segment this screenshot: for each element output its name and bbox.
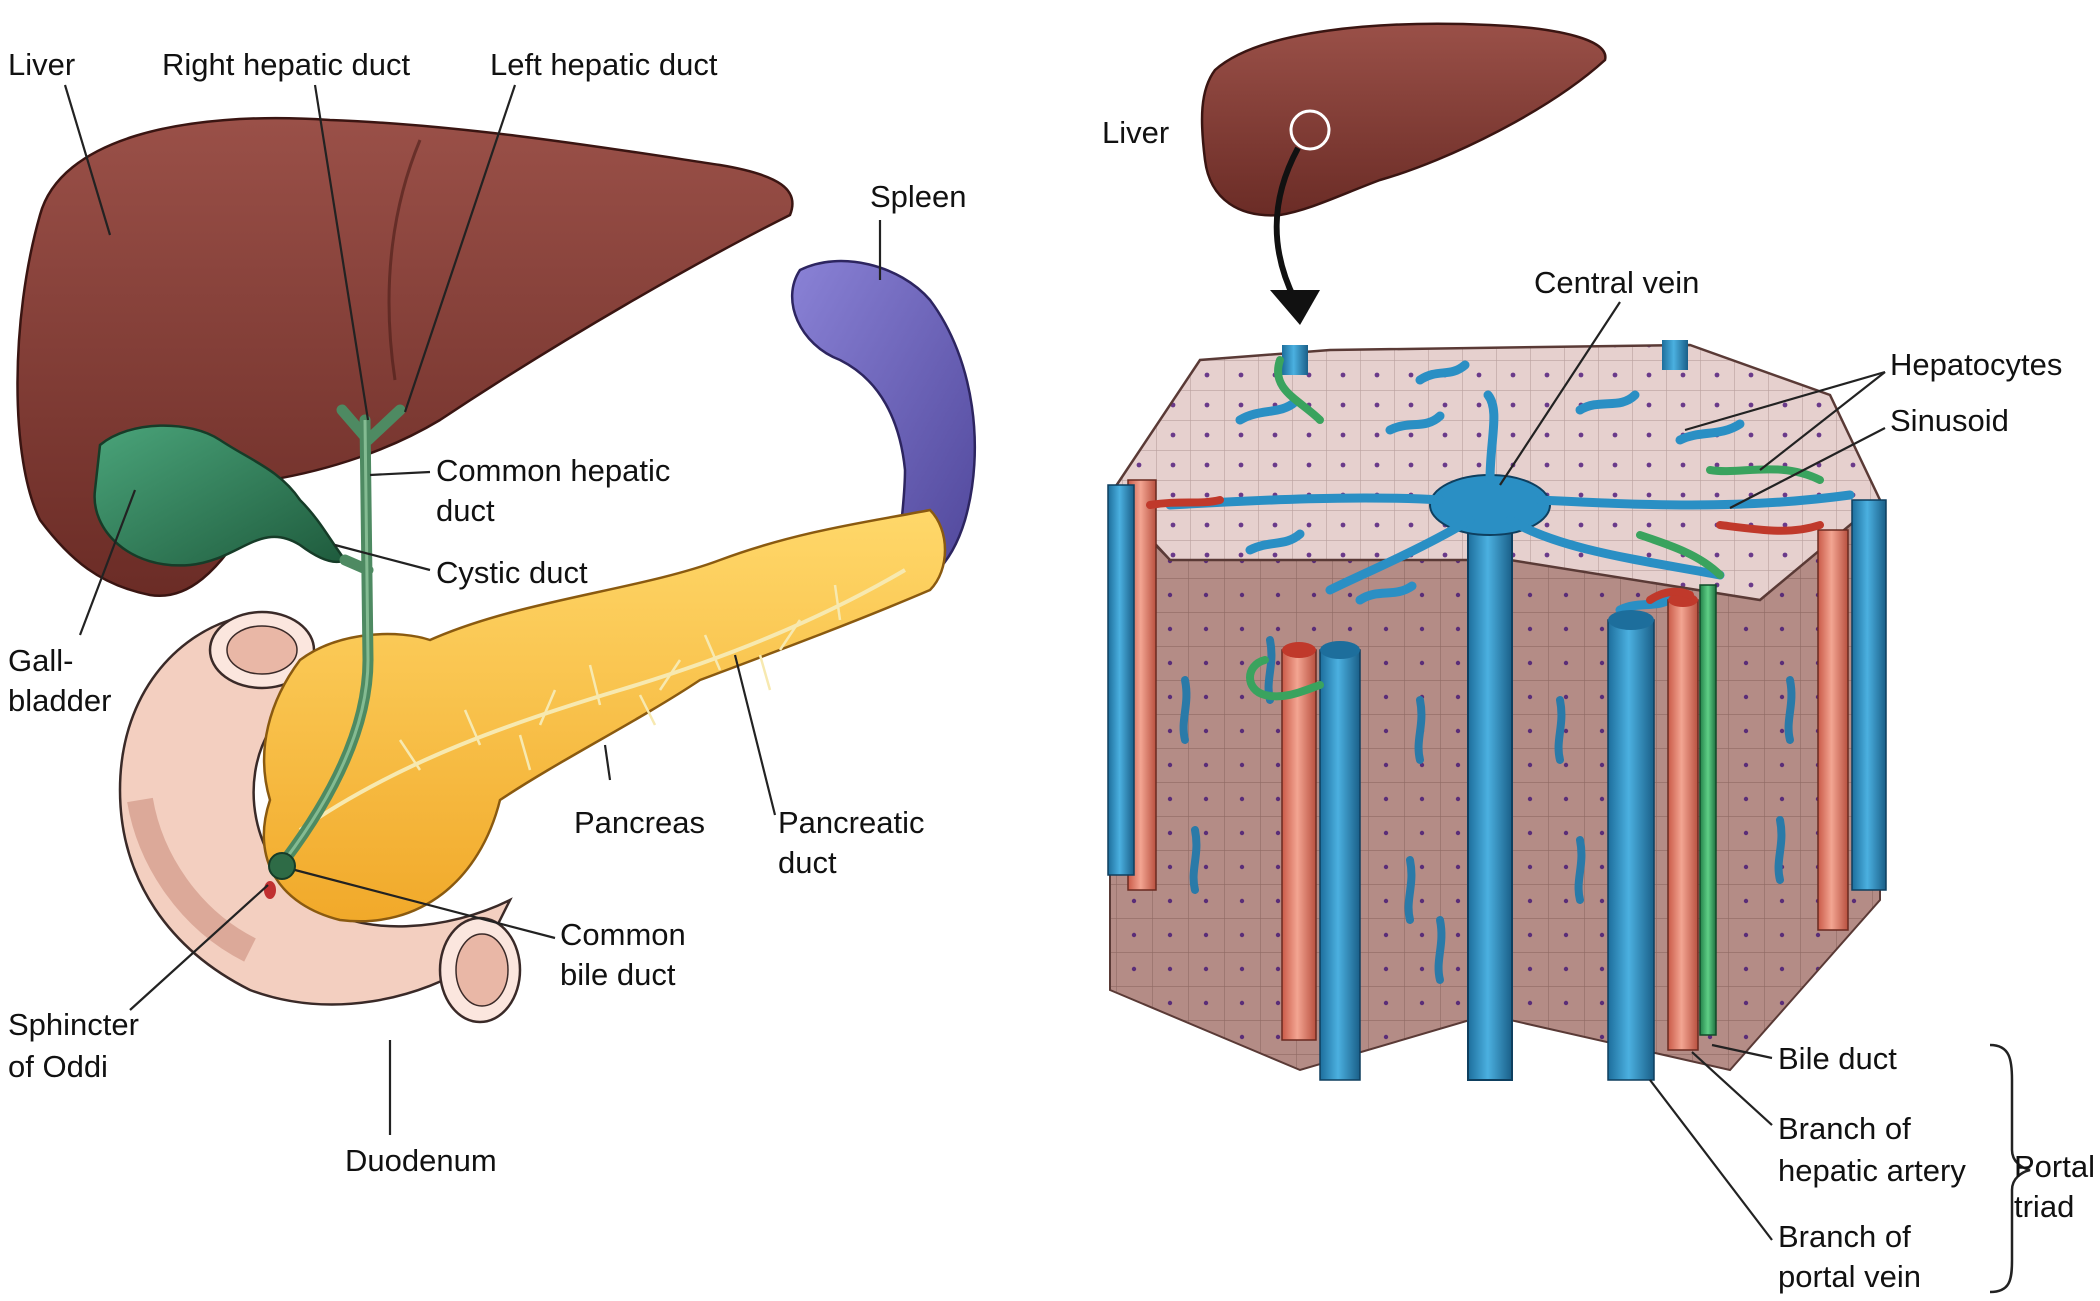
- label-pancreas: Pancreas: [574, 805, 705, 840]
- label-common-bile-duct-line1: Common: [560, 917, 686, 952]
- label-hepatic-artery-line1: Branch of: [1778, 1111, 1911, 1146]
- label-common-hepatic-duct-line2: duct: [436, 493, 495, 528]
- label-common-hepatic-duct-line1: Common hepatic: [436, 453, 671, 488]
- label-pancreatic-duct-line2: duct: [778, 845, 837, 880]
- label-right-hepatic-duct: Right hepatic duct: [162, 47, 411, 82]
- label-liver: Liver: [8, 47, 76, 82]
- label-small-liver: Liver: [1102, 115, 1170, 150]
- label-portal-triad-line2: triad: [2014, 1189, 2075, 1224]
- pancreas-organ: [262, 508, 947, 923]
- left-leader-lines: [63, 84, 882, 1135]
- label-gallbladder-line2: bladder: [8, 683, 112, 718]
- label-common-bile-duct-line2: bile duct: [560, 957, 676, 992]
- label-central-vein: Central vein: [1534, 265, 1700, 300]
- portal-triad-columns: [1107, 340, 1887, 1081]
- label-pancreatic-duct-line1: Pancreatic: [778, 805, 925, 840]
- label-portal-vein-line1: Branch of: [1778, 1219, 1911, 1254]
- label-portal-vein-line2: portal vein: [1778, 1259, 1922, 1294]
- portal-triad-brace: [1989, 1043, 2031, 1294]
- label-sphincter-line2: of Oddi: [8, 1049, 108, 1084]
- label-spleen: Spleen: [870, 179, 967, 214]
- label-gallbladder-line1: Gall-: [8, 643, 74, 678]
- label-sinusoid: Sinusoid: [1890, 403, 2009, 438]
- label-hepatic-artery-line2: hepatic artery: [1778, 1153, 1966, 1188]
- central-vein-column: [1467, 499, 1513, 1081]
- label-hepatocytes: Hepatocytes: [1890, 347, 2063, 382]
- right-leader-lines: [1499, 301, 1886, 1241]
- label-portal-triad-line1: Portal: [2014, 1149, 2095, 1184]
- label-cystic-duct: Cystic duct: [436, 555, 588, 590]
- label-bile-duct: Bile duct: [1778, 1041, 1897, 1076]
- small-liver: [1200, 22, 1607, 217]
- label-duodenum: Duodenum: [345, 1143, 497, 1178]
- label-left-hepatic-duct: Left hepatic duct: [490, 47, 718, 82]
- label-sphincter-line1: Sphincter: [8, 1007, 139, 1042]
